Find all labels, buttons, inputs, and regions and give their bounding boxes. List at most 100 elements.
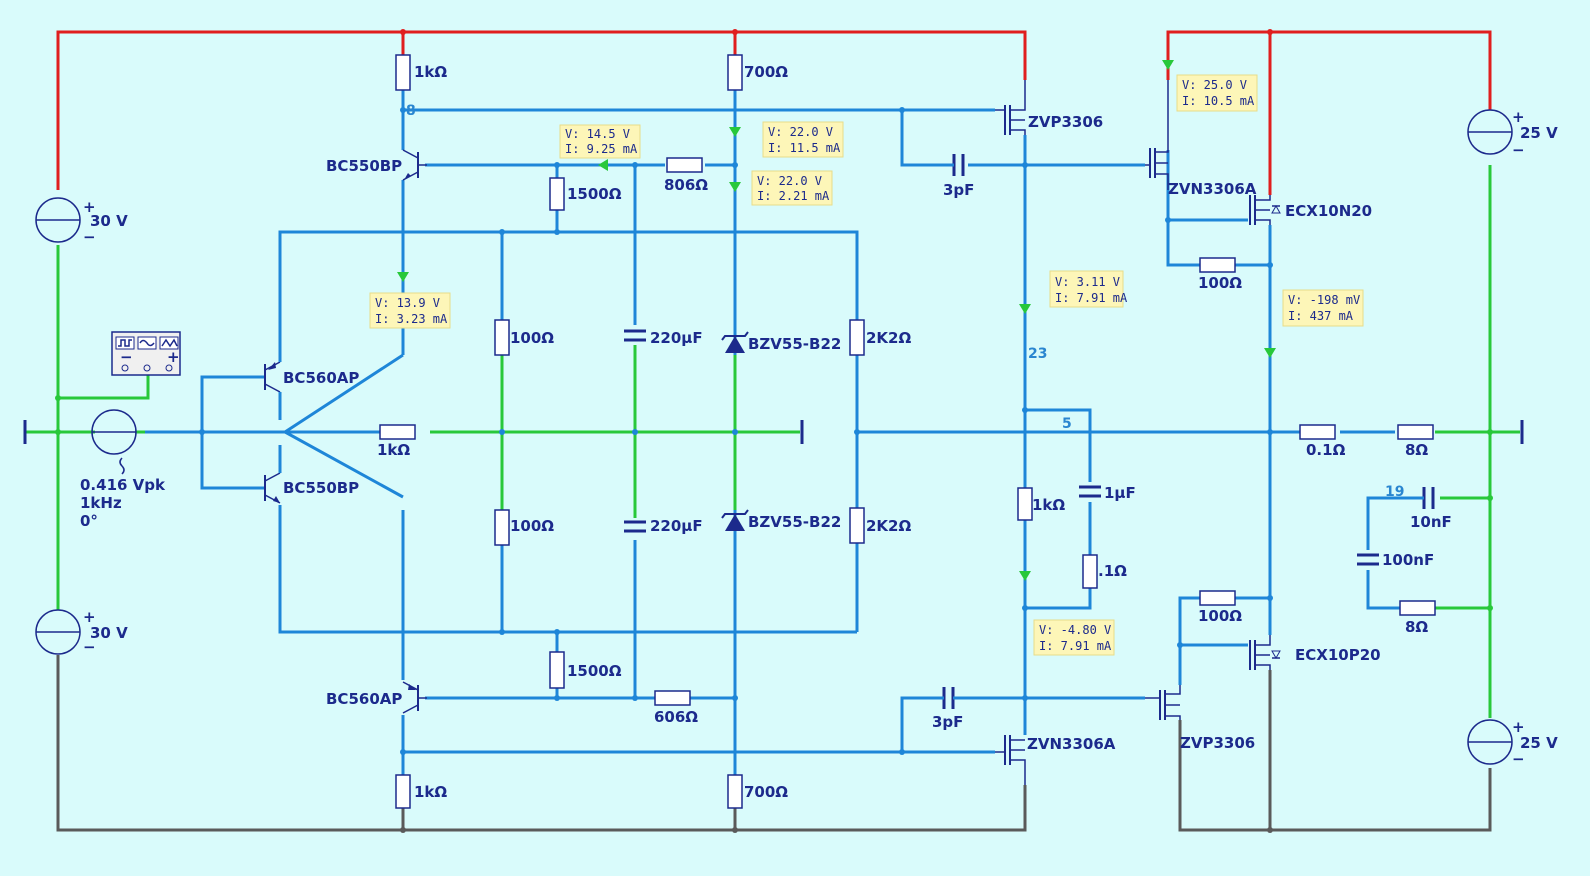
- dc-source-30v-top[interactable]: + − 30 V: [35, 197, 128, 246]
- dc-source-25v-bottom[interactable]: + − 25 V: [1467, 718, 1558, 768]
- resistor-700-top[interactable]: 700Ω: [727, 54, 788, 91]
- transistor-bc560-bottom[interactable]: BC560AP: [326, 681, 427, 714]
- ground-rail[interactable]: [25, 165, 1520, 718]
- svg-text:−: −: [83, 638, 96, 656]
- probe-voltage: V: 3.11 V: [1055, 275, 1120, 289]
- svg-text:−: −: [1512, 750, 1525, 768]
- resistor-value: 0.1Ω: [1306, 441, 1346, 459]
- resistor-100-out-top[interactable]: 100Ω: [1198, 257, 1242, 292]
- dc-source-25v-top[interactable]: + − 25 V: [1467, 108, 1558, 159]
- mosfet-zvn3306a-bottom[interactable]: ZVN3306A: [995, 735, 1116, 785]
- resistor-606[interactable]: 606Ω: [654, 690, 698, 726]
- resistor-value: 806Ω: [664, 176, 708, 194]
- resistor-100-b[interactable]: 100Ω: [494, 509, 554, 546]
- capacitor-1u[interactable]: 1µF: [1079, 484, 1136, 502]
- resistor-100-out-bottom[interactable]: 100Ω: [1198, 590, 1242, 625]
- mosfet-label: ECX10N20: [1285, 202, 1372, 220]
- probe-8[interactable]: V: -4.80 V I: 7.91 mA: [1033, 619, 1115, 656]
- current-arrows: [397, 60, 1276, 581]
- probe-voltage: V: 14.5 V: [565, 127, 630, 141]
- node-number: 19: [1385, 484, 1404, 500]
- capacitor-10n[interactable]: 10nF: [1410, 487, 1452, 531]
- positive-rail[interactable]: [56, 30, 1492, 195]
- probe-3[interactable]: V: 22.0 V I: 2.21 mA: [751, 170, 833, 206]
- resistor-01-output[interactable]: 0.1Ω: [1299, 424, 1346, 459]
- resistor-1500-bottom[interactable]: 1500Ω: [549, 651, 622, 689]
- negative-rail[interactable]: [56, 655, 1492, 832]
- resistor-value: 8Ω: [1405, 441, 1428, 459]
- function-generator-icon[interactable]: − +: [111, 331, 181, 376]
- vsource-label: 30 V: [90, 624, 128, 642]
- capacitor-3p-bottom[interactable]: 3pF: [932, 687, 963, 731]
- zener-diode-top[interactable]: BZV55-B22: [721, 331, 841, 355]
- ac-amplitude: 0.416 Vpk: [80, 476, 166, 494]
- svg-text:+: +: [83, 608, 96, 626]
- mosfet-zvn3306a-top[interactable]: ZVN3306A: [1145, 80, 1257, 198]
- capacitor-3p-top[interactable]: 3pF: [943, 154, 974, 199]
- dc-source-30v-bottom[interactable]: + − 30 V: [35, 608, 128, 656]
- resistor-2k2-a[interactable]: 2K2Ω: [849, 319, 911, 356]
- ac-phase: 0°: [80, 512, 98, 530]
- mosfet-ecx10n20[interactable]: ECX10N20: [1249, 195, 1372, 225]
- resistor-value: 100Ω: [510, 329, 554, 347]
- mosfet-label: ZVP3306: [1028, 113, 1103, 131]
- capacitor-value: 1µF: [1104, 484, 1136, 502]
- capacitor-value: 3pF: [932, 713, 963, 731]
- probe-current: I: 10.5 mA: [1182, 94, 1255, 108]
- capacitor-220u-b[interactable]: 220µF: [624, 517, 703, 538]
- svg-text:−: −: [83, 228, 96, 246]
- resistor-1k-top[interactable]: 1kΩ: [395, 54, 447, 91]
- mosfet-ecx10p20[interactable]: ECX10P20: [1249, 635, 1381, 670]
- probe-7[interactable]: V: -198 mV I: 437 mA: [1282, 289, 1364, 327]
- probe-current: I: 2.21 mA: [757, 189, 830, 203]
- transistor-bc550-input[interactable]: BC550BP: [264, 445, 359, 504]
- probe-current: I: 9.25 mA: [565, 142, 638, 156]
- transistor-bc550-top[interactable]: BC550BP: [326, 149, 427, 181]
- resistor-100-a[interactable]: 100Ω: [494, 319, 554, 356]
- probe-6[interactable]: V: 25.0 V I: 10.5 mA: [1176, 74, 1258, 112]
- zener-diode-bottom[interactable]: BZV55-B22: [721, 509, 841, 532]
- ac-signal-source[interactable]: 0.416 Vpk 1kHz 0°: [80, 409, 166, 530]
- probe-1[interactable]: V: 14.5 V I: 9.25 mA: [559, 124, 641, 159]
- probe-voltage: V: 22.0 V: [757, 174, 822, 188]
- node-number: 5: [1062, 416, 1072, 432]
- probe-2[interactable]: V: 22.0 V I: 11.5 mA: [762, 121, 844, 158]
- resistor-1k-bottom[interactable]: 1kΩ: [395, 774, 447, 809]
- resistor-700-bottom[interactable]: 700Ω: [727, 774, 788, 809]
- resistor-1500-top[interactable]: 1500Ω: [549, 177, 622, 211]
- resistor-2k2-b[interactable]: 2K2Ω: [849, 507, 911, 544]
- svg-text:−: −: [1512, 141, 1525, 159]
- resistor-value: 1kΩ: [1032, 496, 1065, 514]
- mosfet-zvp3306-bottom[interactable]: ZVP3306: [1145, 685, 1255, 752]
- probe-current: I: 7.91 mA: [1055, 291, 1128, 305]
- mosfet-zvp3306-top[interactable]: ZVP3306: [995, 80, 1103, 135]
- mosfet-label: ZVN3306A: [1168, 180, 1257, 198]
- probe-5[interactable]: V: 3.11 V I: 7.91 mA: [1049, 270, 1128, 308]
- capacitor-value: 3pF: [943, 181, 974, 199]
- resistor-8-zobel[interactable]: 8Ω: [1399, 600, 1436, 636]
- svg-text:+: +: [167, 348, 180, 366]
- capacitor-220u-a[interactable]: 220µF: [624, 325, 703, 347]
- probe-4[interactable]: V: 13.9 V I: 3.23 mA: [369, 292, 451, 329]
- transistor-label: BC560AP: [326, 690, 402, 708]
- resistor-1k-middle[interactable]: 1kΩ: [1017, 487, 1065, 521]
- probe-current: I: 437 mA: [1288, 309, 1354, 323]
- svg-text:+: +: [83, 198, 96, 216]
- resistor-01-middle[interactable]: .1Ω: [1082, 554, 1127, 589]
- diode-label: BZV55-B22: [748, 335, 841, 353]
- capacitor-value: 100nF: [1382, 551, 1434, 569]
- resistor-8-output[interactable]: 8Ω: [1397, 424, 1434, 459]
- transistor-bc560-input[interactable]: BC560AP: [264, 335, 359, 420]
- svg-text:−: −: [120, 348, 133, 366]
- resistor-value: 100Ω: [510, 517, 554, 535]
- mosfet-label: ZVP3306: [1180, 734, 1255, 752]
- capacitor-100n[interactable]: 100nF: [1357, 551, 1434, 569]
- probe-voltage: V: 25.0 V: [1182, 78, 1247, 92]
- resistor-value: 1kΩ: [377, 441, 410, 459]
- resistor-806[interactable]: 806Ω: [664, 157, 708, 194]
- probe-voltage: V: 13.9 V: [375, 296, 440, 310]
- resistor-1k-input[interactable]: 1kΩ: [377, 424, 416, 459]
- resistor-value: 1kΩ: [414, 63, 447, 81]
- probe-voltage: V: -198 mV: [1288, 293, 1360, 307]
- resistor-value: .1Ω: [1098, 562, 1127, 580]
